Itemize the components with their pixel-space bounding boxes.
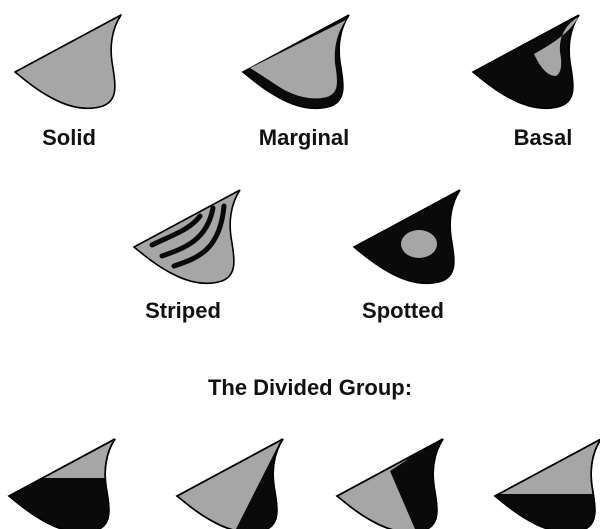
- divided-petal-1-icon: [0, 439, 140, 529]
- label-marginal: Marginal: [259, 125, 349, 151]
- divided-petal-3-icon: [337, 436, 460, 529]
- label-basal: Basal: [514, 125, 573, 151]
- striped-petal-icon: [134, 190, 240, 283]
- label-spotted: Spotted: [362, 298, 444, 324]
- label-solid: Solid: [42, 125, 96, 151]
- spotted-petal-icon: [354, 190, 460, 283]
- marginal-petal-icon: [243, 15, 349, 108]
- basal-petal-icon: [473, 15, 579, 108]
- divided-petal-4-icon: [480, 439, 600, 529]
- solid-petal-icon: [15, 15, 121, 108]
- divided-petal-2-icon: [177, 436, 300, 529]
- label-striped: Striped: [145, 298, 221, 324]
- heading-divided-group: The Divided Group:: [208, 375, 412, 401]
